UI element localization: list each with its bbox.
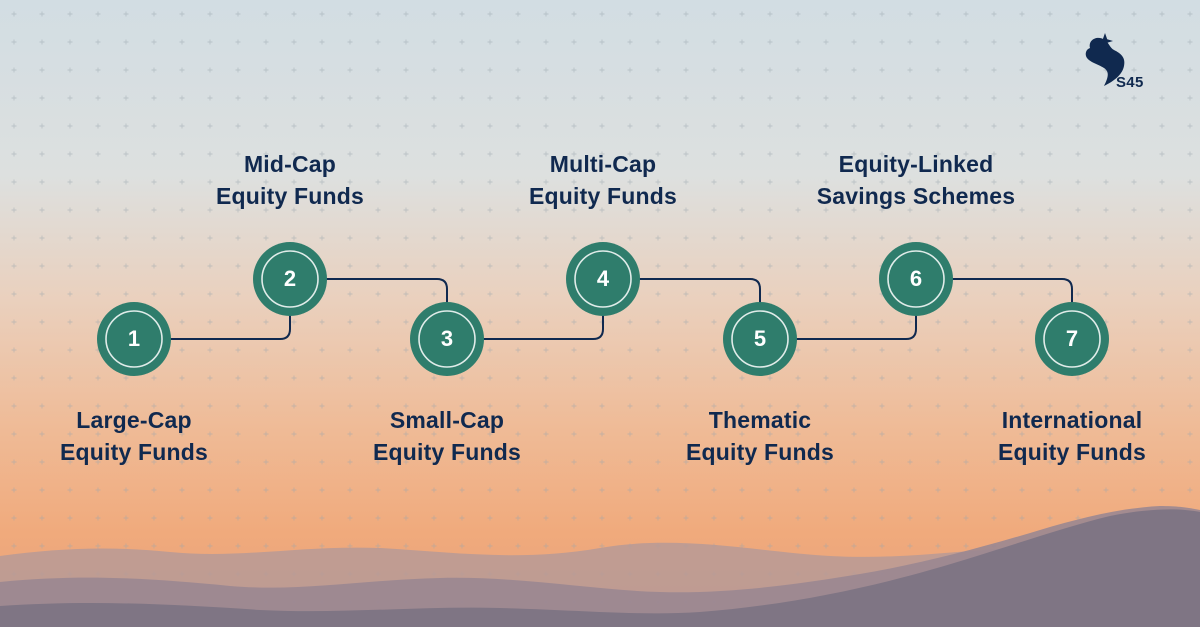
step-label-line1: Thematic	[708, 407, 812, 433]
step-circle-icon	[1035, 302, 1109, 376]
step-circle-icon	[253, 242, 327, 316]
step-label-line1: Mid-Cap	[243, 151, 337, 177]
near-mountains	[0, 509, 1200, 627]
step-label-line2: Equity Funds	[372, 439, 522, 465]
step-label-line2: Equity Funds	[59, 439, 209, 465]
step-number: 4	[596, 266, 610, 291]
connector-line	[760, 279, 917, 340]
step-label-line1: International	[1001, 407, 1143, 433]
step-label-line2: Savings Schemes	[816, 183, 1016, 209]
step-circle-icon	[97, 302, 171, 376]
step-number: 5	[753, 326, 767, 351]
step-node-2: 2	[251, 240, 329, 318]
step-number: 6	[909, 266, 923, 291]
step-label-line2: Equity Funds	[997, 439, 1147, 465]
logo-text: S45	[1116, 74, 1144, 91]
step-node-3: 3	[408, 300, 486, 378]
step-circle-icon	[566, 242, 640, 316]
brand-mark-icon	[1085, 33, 1125, 86]
step-node-6: 6	[877, 240, 955, 318]
step-circle-icon	[723, 302, 797, 376]
step-number: 3	[440, 326, 454, 351]
connector-line	[290, 278, 448, 339]
step-node-1: 1	[95, 300, 173, 378]
connector-line	[603, 278, 761, 339]
step-number: 2	[283, 266, 297, 291]
connector-line	[134, 279, 291, 340]
step-node-5: 5	[721, 300, 799, 378]
step-connectors	[134, 278, 1073, 340]
step-label-line2: Equity Funds	[528, 183, 678, 209]
step-label-line1: Equity-Linked	[838, 151, 994, 177]
step-node-7: 7	[1033, 300, 1111, 378]
step-label-line2: Equity Funds	[685, 439, 835, 465]
step-node-4: 4	[564, 240, 642, 318]
connector-line	[447, 279, 604, 340]
step-label-line2: Equity Funds	[215, 183, 365, 209]
step-number: 1	[127, 326, 141, 351]
connector-line	[916, 278, 1073, 339]
step-label-line1: Large-Cap	[76, 407, 192, 433]
step-label-line1: Multi-Cap	[549, 151, 657, 177]
step-number: 7	[1065, 326, 1079, 351]
step-circle-icon	[879, 242, 953, 316]
step-label-line1: Small-Cap	[389, 407, 505, 433]
s45-logo: S45	[1078, 30, 1158, 100]
step-circle-icon	[410, 302, 484, 376]
